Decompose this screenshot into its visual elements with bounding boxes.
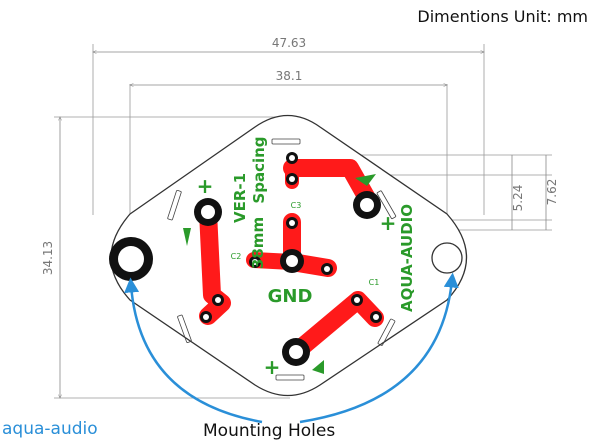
- dim-overall-width: 47.63: [272, 36, 306, 50]
- dimension-lines: [60, 52, 547, 398]
- mounting-hole-arrows: [124, 272, 459, 424]
- dim-spacing-small: 5.24: [511, 185, 525, 212]
- silkscreen-outlines: [167, 138, 397, 381]
- spacing-text: 38mm: [249, 217, 267, 269]
- plus-1: +: [197, 174, 214, 198]
- brand-silkscreen: AQUA-AUDIO: [398, 204, 416, 312]
- gnd-label: GND: [268, 286, 313, 307]
- mounting-holes-label: Mounting Holes: [203, 421, 336, 441]
- model-line2: Spacing: [250, 136, 268, 203]
- dim-height: 34.13: [41, 241, 55, 275]
- brand-footer: aqua-audio: [2, 419, 98, 439]
- pads: [109, 152, 463, 366]
- dim-hole-spacing: 38.1: [276, 69, 303, 83]
- dim-spacing-large: 7.62: [545, 179, 559, 206]
- model-line1: VER-1: [231, 173, 249, 223]
- c1-label: C1: [369, 278, 380, 287]
- polarity-markers: [183, 174, 376, 374]
- plus-2: +: [380, 211, 397, 235]
- plus-3: +: [264, 355, 281, 379]
- c2-label: C2: [231, 252, 242, 261]
- c3-label: C3: [291, 201, 302, 210]
- units-label: Dimentions Unit: mm: [417, 7, 588, 26]
